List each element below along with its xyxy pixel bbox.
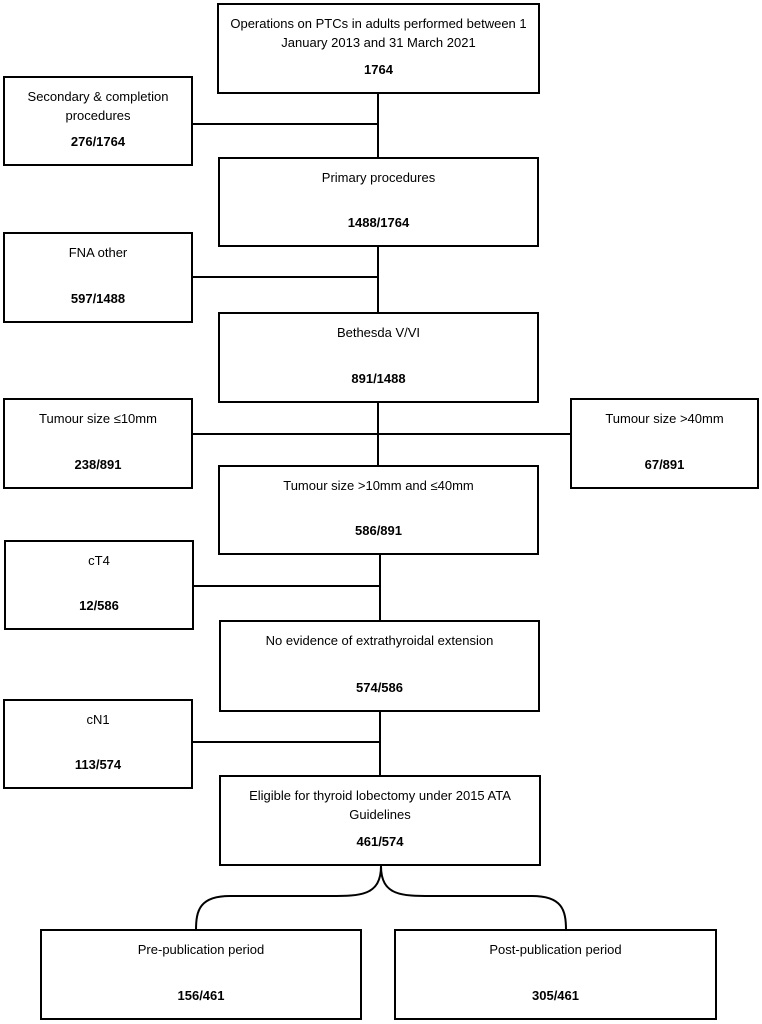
primary-procedures-box: Primary procedures 1488/1764 (218, 157, 539, 247)
box-label: Operations on PTCs in adults performed b… (230, 16, 527, 50)
box-count: 305/461 (532, 988, 579, 1003)
box-count: 461/574 (356, 834, 404, 849)
box-label: Bethesda V/VI (336, 325, 421, 340)
box-count: 113/574 (74, 757, 122, 772)
box-label: Tumour size ≤10mm (39, 411, 157, 426)
box-count: 1488/1764 (347, 215, 410, 230)
box-label: cT4 (88, 553, 110, 568)
box-count: 12/586 (79, 598, 119, 613)
box-label: Post-publication period (489, 942, 622, 957)
eligible-box: Eligible for thyroid lobectomy under 201… (219, 775, 541, 866)
secondary-procedures-box: Secondary & completion procedures 276/17… (3, 76, 193, 166)
box-count: 67/891 (644, 457, 685, 472)
tumour-small-box: Tumour size ≤10mm 238/891 (3, 398, 193, 489)
connector-split (195, 865, 567, 931)
ct4-box: cT4 12/586 (4, 540, 194, 630)
box-label: Pre-publication period (137, 942, 265, 957)
box-label: No evidence of extrathyroidal extension (265, 633, 494, 648)
pre-publication-box: Pre-publication period 156/461 (40, 929, 362, 1020)
box-label: Tumour size >10mm and ≤40mm (283, 478, 474, 493)
box-count: 276/1764 (70, 134, 126, 149)
no-extrathyroidal-box: No evidence of extrathyroidal extension … (219, 620, 540, 712)
total-operations-box: Operations on PTCs in adults performed b… (217, 3, 540, 94)
tumour-mid-box: Tumour size >10mm and ≤40mm 586/891 (218, 465, 539, 555)
box-label: Eligible for thyroid lobectomy under 201… (249, 788, 511, 822)
box-count: 597/1488 (70, 291, 126, 306)
cn1-box: cN1 113/574 (3, 699, 193, 789)
post-publication-box: Post-publication period 305/461 (394, 929, 717, 1020)
box-label: cN1 (86, 712, 110, 727)
box-label: Tumour size >40mm (605, 411, 724, 426)
box-count: 156/461 (177, 988, 225, 1003)
box-label: Secondary & completion procedures (27, 89, 169, 123)
box-label: FNA other (68, 245, 128, 260)
tumour-large-box: Tumour size >40mm 67/891 (570, 398, 759, 489)
fna-other-box: FNA other 597/1488 (3, 232, 193, 323)
box-count: 891/1488 (351, 371, 406, 386)
box-count: 1764 (364, 62, 393, 77)
box-label: Primary procedures (321, 170, 436, 185)
box-count: 574/586 (356, 680, 403, 695)
box-count: 586/891 (355, 523, 402, 538)
box-count: 238/891 (74, 457, 122, 472)
bethesda-box: Bethesda V/VI 891/1488 (218, 312, 539, 403)
